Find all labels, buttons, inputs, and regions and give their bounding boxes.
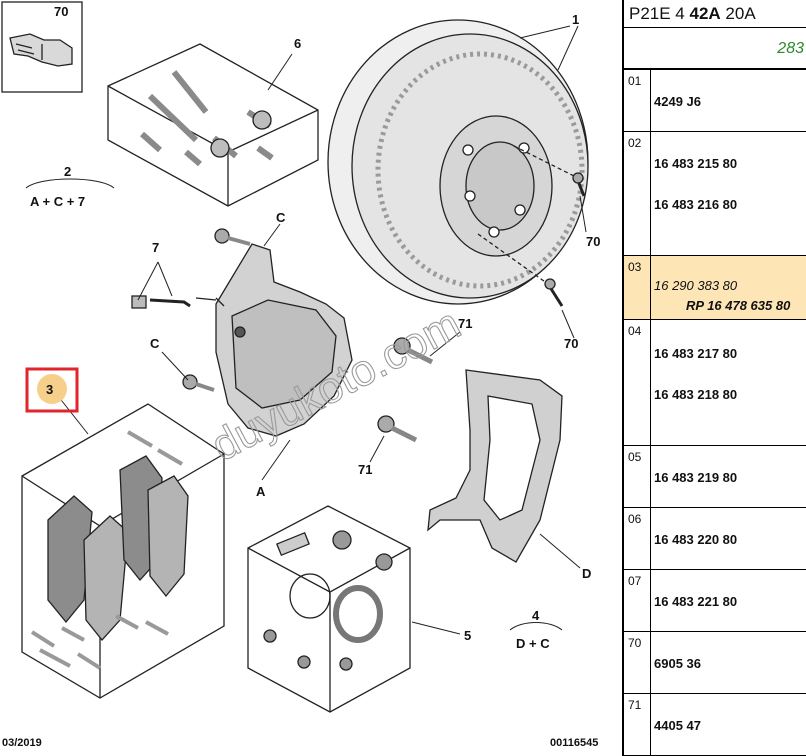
part-reference[interactable]: 16 483 220 80 <box>654 532 738 547</box>
part-reference[interactable]: 16 483 219 80 <box>654 470 738 485</box>
part-reference[interactable]: 6905 36 <box>654 656 701 671</box>
model-suffix: 20A <box>720 4 756 23</box>
position-number: 70 <box>624 632 651 693</box>
position-number: 71 <box>624 694 651 755</box>
highlight-frame <box>25 367 79 413</box>
label-70-right-upper: 70 <box>586 234 600 249</box>
diagram-canvas: duyukoto.com 70 6 1 2 A + C + 7 C 7 70 7… <box>1 1 600 713</box>
label-71-lower: 71 <box>358 462 372 477</box>
part-reference[interactable]: 16 483 215 80 <box>654 156 738 171</box>
part-reference[interactable]: 4405 47 <box>654 718 701 733</box>
brake-pads-kit-box[interactable] <box>21 403 225 699</box>
model-prefix: P21E 4 <box>629 4 690 23</box>
position-number: 04 <box>624 320 651 445</box>
screw-70-lower[interactable] <box>477 233 564 307</box>
label-2-formula: A + C + 7 <box>30 194 85 209</box>
part-reference[interactable]: 16 483 216 80 <box>654 197 738 212</box>
exploded-parts-diagram: duyukoto.com 70 6 1 2 A + C + 7 C 7 70 7… <box>1 1 600 749</box>
position-number: 06 <box>624 508 651 569</box>
label-C-lower: C <box>150 336 160 351</box>
model-code-header: P21E 4 42A 20A <box>624 0 806 28</box>
label-C-upper: C <box>276 210 286 225</box>
label-2: 2 <box>64 164 71 179</box>
label-70-box: 70 <box>54 4 68 19</box>
part-reference[interactable]: 16 483 217 80 <box>654 346 738 361</box>
page-number: 283 <box>624 28 806 70</box>
position-number: 02 <box>624 132 651 255</box>
bolt-C-upper[interactable] <box>214 228 251 246</box>
part-reference[interactable]: RP 16 478 635 80 <box>686 298 791 313</box>
label-3: 3 <box>46 382 53 397</box>
label-5: 5 <box>464 628 471 643</box>
part-70-box[interactable] <box>1 1 83 93</box>
part-reference[interactable]: 16 483 221 80 <box>654 594 738 609</box>
label-4-formula: D + C <box>516 636 550 651</box>
footer-code: 00116545 <box>550 737 599 749</box>
bolt-71-upper[interactable] <box>393 337 434 365</box>
label-7: 7 <box>152 240 159 255</box>
part-3-bubble[interactable] <box>37 374 67 404</box>
part-5-kit-box[interactable] <box>247 505 411 713</box>
part-reference[interactable]: 4249 J6 <box>654 94 701 109</box>
position-number: 07 <box>624 570 651 631</box>
label-6: 6 <box>294 36 301 51</box>
position-number: 03 <box>624 256 651 319</box>
leader-lines <box>25 25 587 635</box>
footer-date: 03/2019 <box>2 737 42 749</box>
bolt-C-lower[interactable] <box>182 374 215 392</box>
label-1: 1 <box>572 12 579 27</box>
label-D: D <box>582 566 591 581</box>
label-A: A <box>256 484 266 499</box>
part-reference[interactable]: 16 290 383 80 <box>654 278 738 293</box>
bolt-71-lower[interactable] <box>377 415 418 443</box>
part-reference[interactable]: 16 483 218 80 <box>654 387 738 402</box>
model-bold: 42A <box>689 4 721 23</box>
bleed-screw-7[interactable] <box>131 295 191 309</box>
label-4: 4 <box>532 608 540 623</box>
brake-disc[interactable] <box>327 19 589 305</box>
caliper-A[interactable] <box>195 243 353 437</box>
screw-70-upper[interactable] <box>513 145 586 197</box>
position-number: 01 <box>624 70 651 131</box>
part-6-kit-box[interactable] <box>107 43 319 207</box>
label-71-upper: 71 <box>458 316 472 331</box>
position-number: 05 <box>624 446 651 507</box>
label-70-right-lower: 70 <box>564 336 578 351</box>
caliper-carrier-D[interactable] <box>427 369 563 563</box>
